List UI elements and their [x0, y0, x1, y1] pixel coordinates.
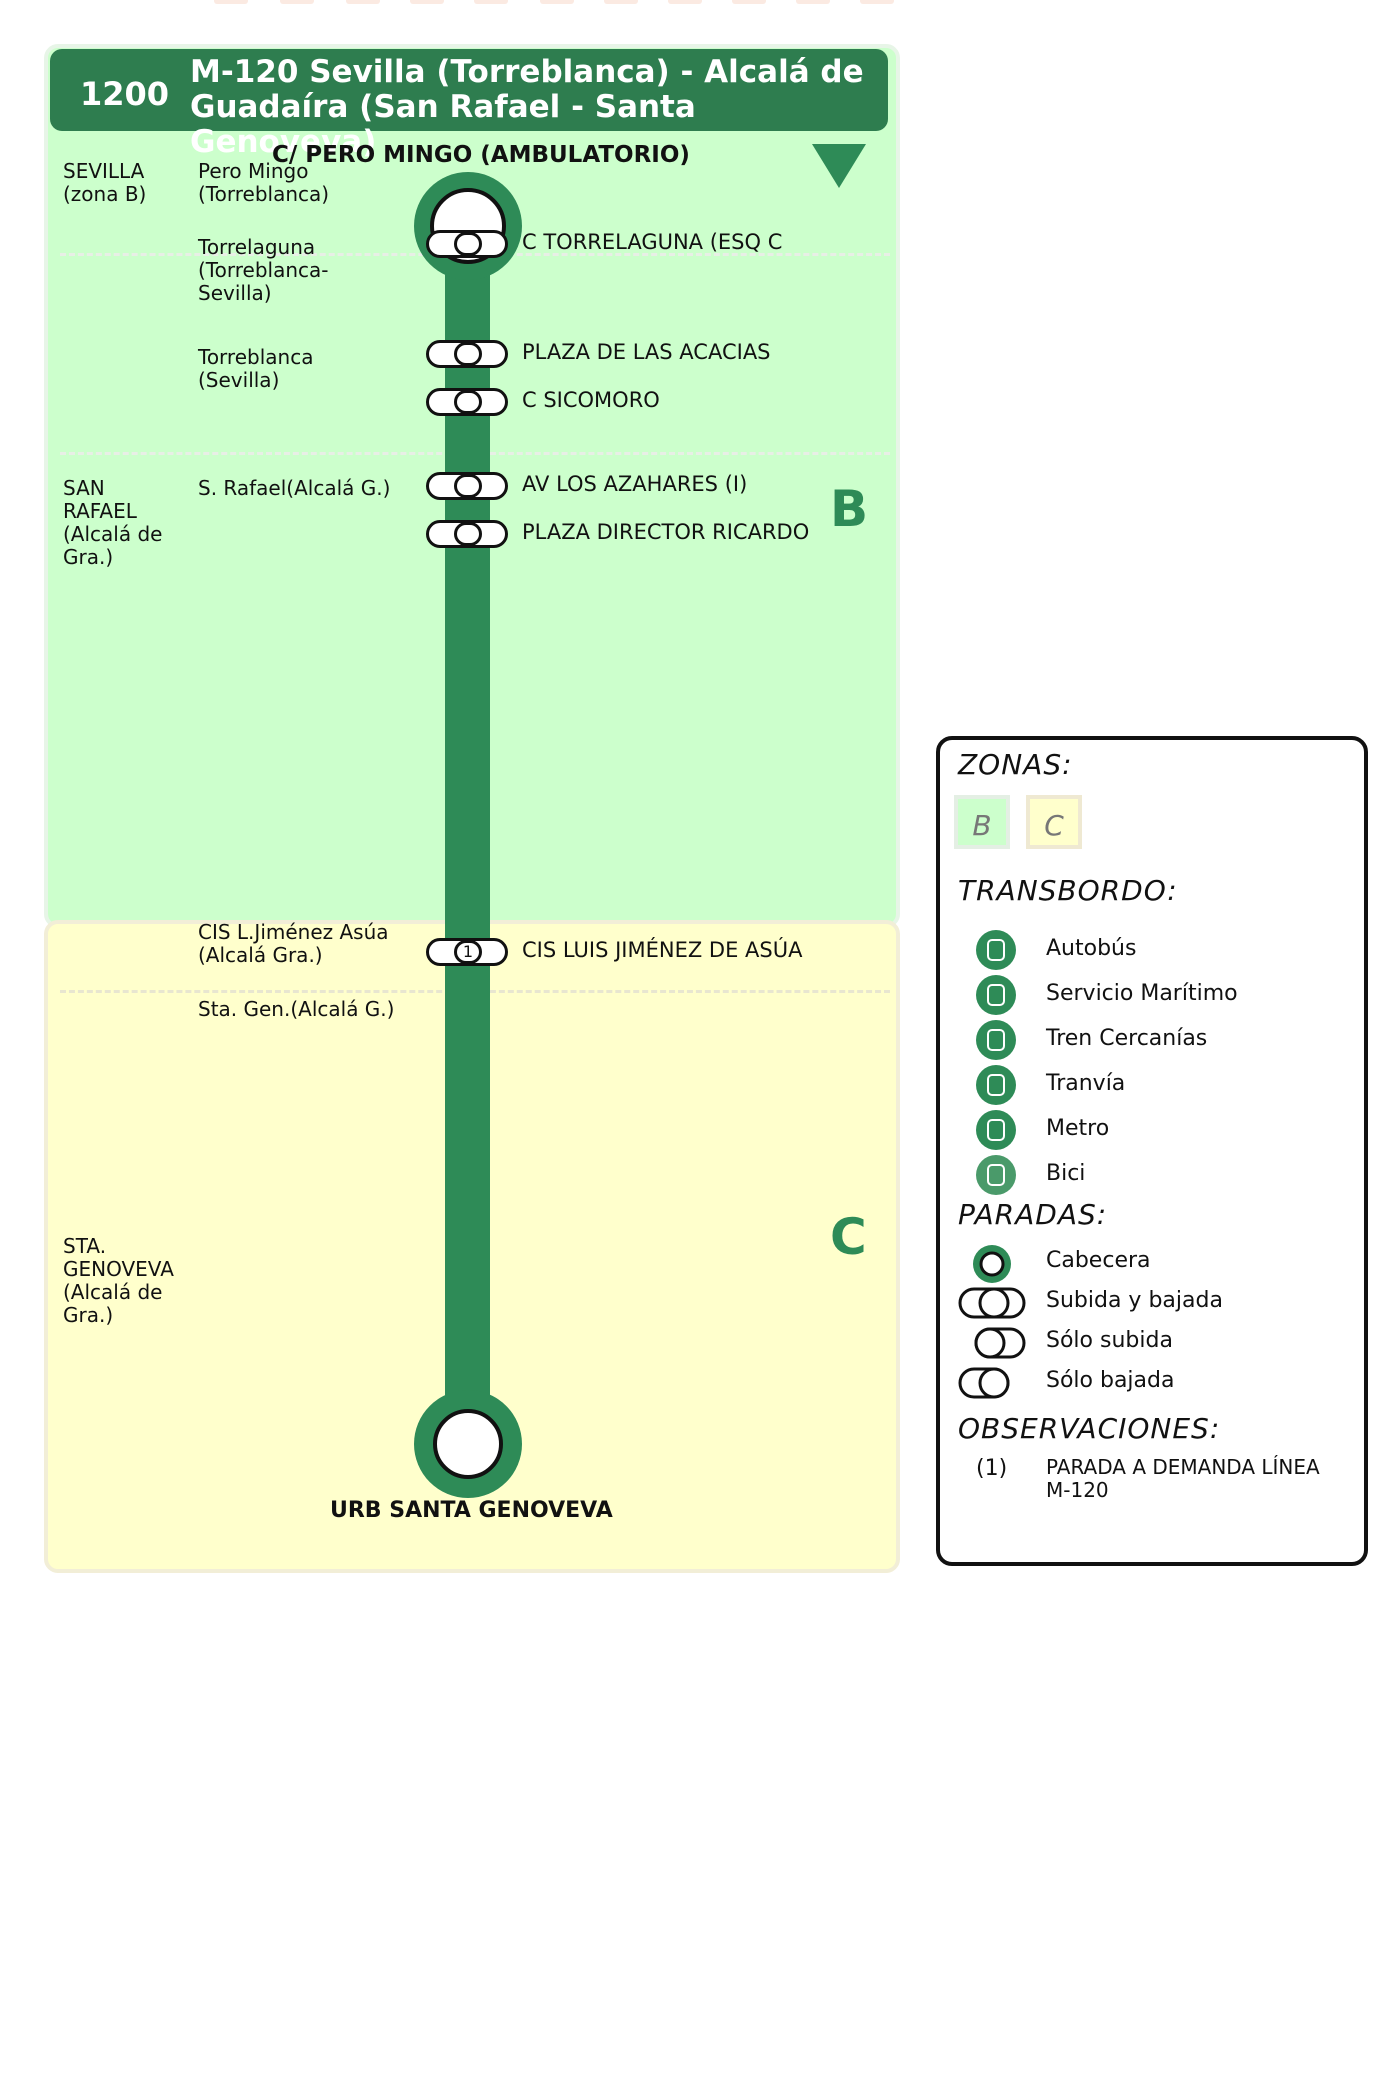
legend-parada-item: Sólo subida: [1046, 1328, 1173, 1353]
municipality-label: STA. GENOVEVA (Alcalá de Gra.): [63, 1234, 174, 1327]
municipality-label: SEVILLA (zona B): [63, 159, 147, 206]
legend-observaciones-title: OBSERVACIONES:: [958, 1412, 1221, 1445]
top-stub: [280, 0, 314, 4]
legend-parada-item: Sólo bajada: [1046, 1368, 1175, 1393]
tram-icon: [976, 1065, 1016, 1105]
top-stub: [540, 0, 574, 4]
locality-label: Torreblanca (Sevilla): [198, 345, 314, 392]
start-terminal-label: C/ PERO MINGO (AMBULATORIO): [272, 142, 690, 168]
top-stub: [474, 0, 508, 4]
stop-name: C TORRELAGUNA (ESQ C: [522, 230, 783, 254]
metro-icon: [976, 1110, 1016, 1150]
legend-transbordo-title: TRANSBORDO:: [958, 874, 1178, 907]
end-terminal-icon: [414, 1390, 522, 1498]
locality-label: Torrelaguna (Torreblanca- Sevilla): [198, 235, 329, 305]
bus-icon: [976, 930, 1016, 970]
cabecera-icon: [973, 1245, 1011, 1283]
line-title: M-120 Sevilla (Torreblanca) - Alcalá de …: [190, 54, 864, 160]
subida-bajada-icon: [958, 1287, 1026, 1319]
zone-c-letter: C: [830, 1208, 867, 1266]
legend-transbordo-item: Bici: [1046, 1161, 1086, 1186]
top-stub: [346, 0, 380, 4]
end-terminal-label: URB SANTA GENOVEVA: [330, 1498, 613, 1523]
stop-marker: [426, 340, 508, 368]
line-header: 1200 M-120 Sevilla (Torreblanca) - Alcal…: [50, 49, 888, 160]
legend-parada-item: Cabecera: [1046, 1248, 1151, 1273]
line-number: 1200: [80, 75, 170, 113]
ferry-icon: [976, 975, 1016, 1015]
stop-marker: [426, 520, 508, 548]
legend-zone-c: C: [1026, 795, 1082, 849]
legend-parada-item: Subida y bajada: [1046, 1288, 1223, 1313]
start-terminal-icon: [414, 172, 522, 280]
locality-label: CIS L.Jiménez Asúa (Alcalá Gra.): [198, 920, 389, 967]
top-stub: [604, 0, 638, 4]
legend-transbordo-item: Autobús: [1046, 936, 1137, 961]
stop-name: C SICOMORO: [522, 388, 660, 412]
stop-marker: 1: [426, 938, 508, 966]
stop-marker: [426, 388, 508, 416]
legend-transbordo-item: Metro: [1046, 1116, 1110, 1141]
municipality-label: SAN RAFAEL (Alcalá de Gra.): [63, 476, 163, 569]
locality-label: S. Rafael(Alcalá G.): [198, 476, 391, 500]
observation-text: PARADA A DEMANDA LÍNEA M-120: [1046, 1455, 1320, 1502]
legend-transbordo-item: Tren Cercanías: [1046, 1026, 1208, 1051]
direction-arrow-icon: [812, 144, 866, 188]
top-stub: [214, 0, 248, 4]
top-stub: [410, 0, 444, 4]
stop-name: PLAZA DIRECTOR RICARDO: [522, 520, 810, 544]
observation-code: (1): [976, 1456, 1008, 1481]
solo-bajada-icon: [958, 1367, 1010, 1399]
locality-label: Sta. Gen.(Alcalá G.): [198, 997, 395, 1021]
legend-zonas-title: ZONAS:: [958, 748, 1073, 781]
train-icon: [976, 1020, 1016, 1060]
legend-transbordo-item: Servicio Marítimo: [1046, 981, 1238, 1006]
stop-name: CIS LUIS JIMÉNEZ DE ASÚA: [522, 938, 803, 962]
legend-box: ZONAS: B C TRANSBORDO: Autobús Servicio …: [936, 736, 1368, 1566]
stop-note-number: 1: [454, 940, 482, 964]
top-stub: [796, 0, 830, 4]
top-stub: [860, 0, 894, 4]
top-stub: [668, 0, 702, 4]
stop-marker: [426, 230, 508, 258]
solo-subida-icon: [974, 1327, 1026, 1359]
bike-icon: [976, 1155, 1016, 1195]
route-line: [445, 235, 490, 1425]
stop-name: AV LOS AZAHARES (I): [522, 472, 748, 496]
legend-zone-b: B: [954, 795, 1010, 849]
zone-b-letter: B: [830, 480, 869, 538]
legend-paradas-title: PARADAS:: [958, 1198, 1108, 1231]
locality-label: Pero Mingo (Torreblanca): [198, 159, 330, 206]
stop-marker: [426, 472, 508, 500]
stop-name: PLAZA DE LAS ACACIAS: [522, 340, 771, 364]
top-stub: [732, 0, 766, 4]
legend-transbordo-item: Tranvía: [1046, 1071, 1126, 1096]
